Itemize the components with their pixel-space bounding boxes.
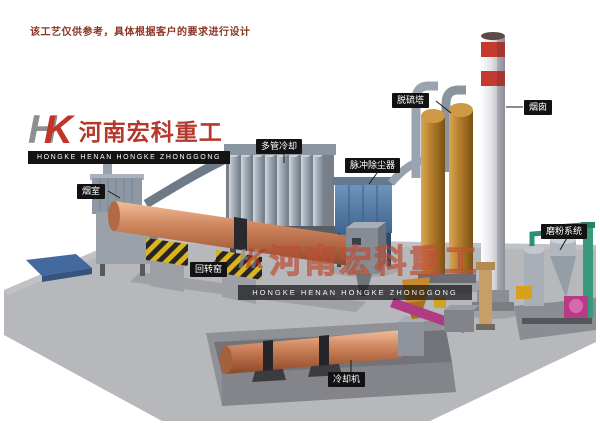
grinding-system: [514, 222, 596, 340]
hk-logo-watermark: HK: [238, 243, 266, 275]
brand-watermark-center: HK 河南宏科重工 HONGKE HENAN HONGKE ZHONGGONG: [238, 236, 477, 300]
label-pulse-dust-collector: 脉冲除尘器: [345, 158, 401, 173]
label-desulfurization-tower: 脱硫塔: [392, 93, 430, 108]
cooler-machine: [220, 316, 430, 382]
label-cooler: 冷却机: [328, 372, 366, 387]
company-name-en-watermark: HONGKE HENAN HONGKE ZHONGGONG: [238, 285, 472, 300]
disclaimer-note: 该工艺仅供参考，具体根据客户的要求进行设计: [30, 27, 251, 38]
company-name-cn: 河南宏科重工: [78, 119, 223, 145]
hk-logo: HK: [28, 110, 73, 150]
hk-logo-h: H: [28, 108, 57, 152]
kiln-exhaust-duct: [143, 152, 232, 208]
label-multi-tube-cooler: 多管冷却: [256, 139, 303, 154]
chimney-stack: [472, 32, 514, 311]
label-rotary-kiln: 回转窑: [190, 262, 228, 277]
company-name-cn-watermark: 河南宏科重工: [269, 242, 480, 279]
hk-logo-k: K: [43, 108, 73, 152]
label-smoke-chamber: 烟室: [77, 184, 106, 199]
label-grinding-system: 磨粉系统: [541, 224, 588, 239]
brand-watermark-top: HK 河南宏科重工 HONGKE HENAN HONGKE ZHONGGONG: [28, 110, 230, 164]
label-chimney: 烟囱: [524, 100, 553, 115]
desulfurization-towers: [418, 103, 476, 283]
company-name-en: HONGKE HENAN HONGKE ZHONGGONG: [28, 151, 230, 164]
